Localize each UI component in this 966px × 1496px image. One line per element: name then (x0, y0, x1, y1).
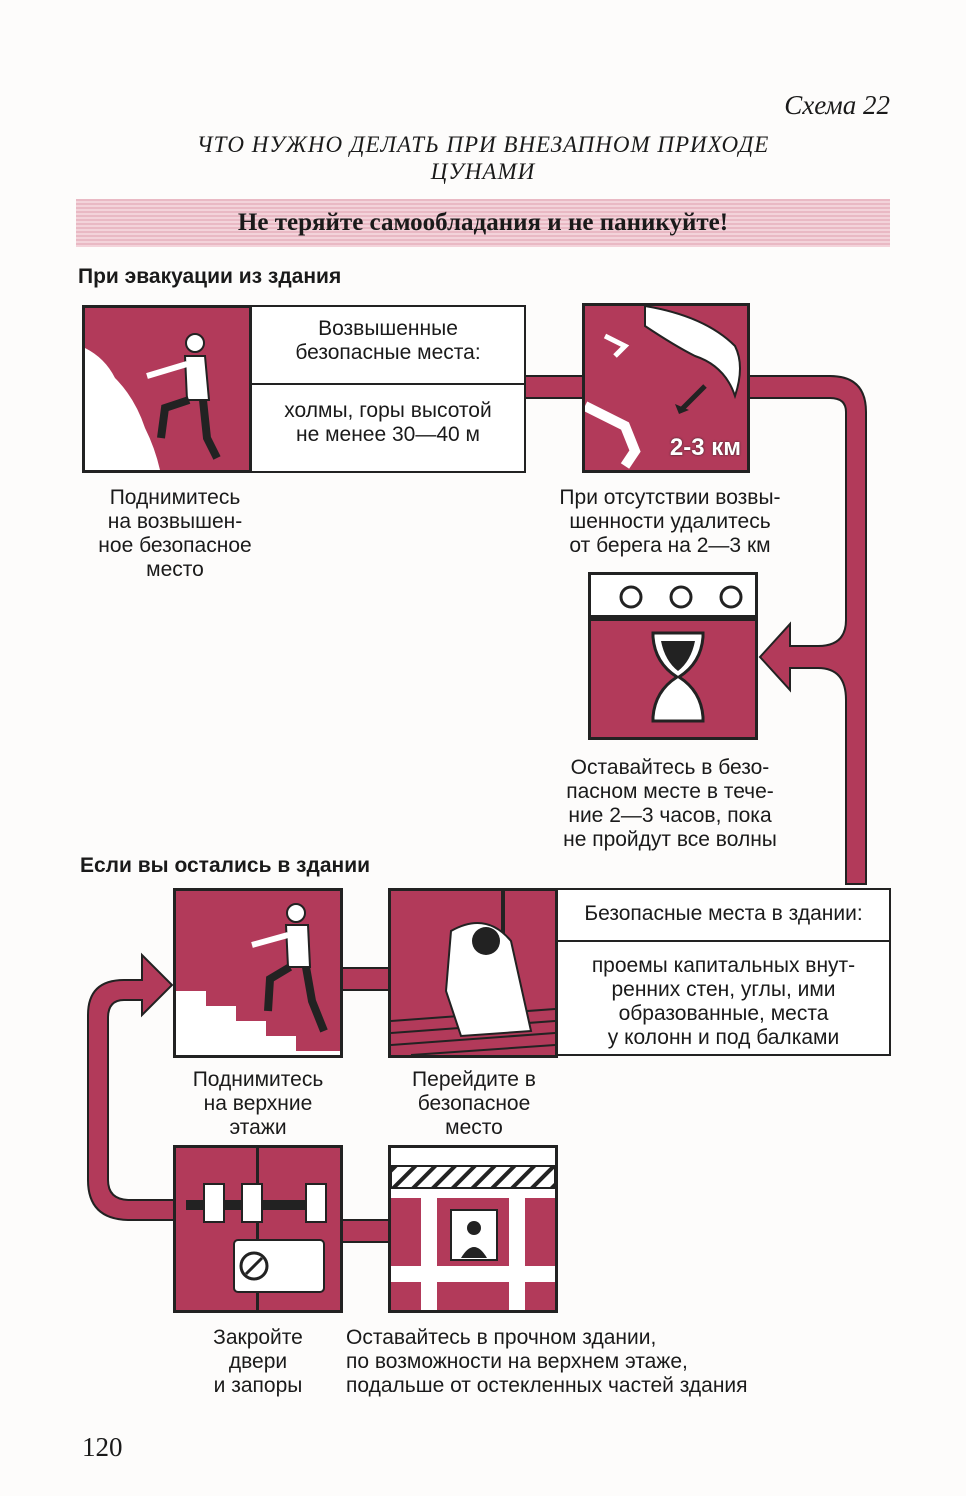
door-lock-icon (186, 1148, 327, 1310)
stay-caption-line: ние 2—3 часов, пока (568, 804, 772, 827)
building-safe-line: проемы капитальных внут- (591, 954, 856, 977)
elevated-body-line-1: холмы, горы высотой (284, 399, 492, 422)
stay-caption-line: Оставайтесь в безо- (570, 756, 770, 779)
page-number: 120 (82, 1432, 123, 1462)
building-safe-places-box: Безопасные места в здании: проемы капита… (556, 888, 891, 1056)
in-building-heading: Если вы остались в здании (80, 854, 371, 877)
stay-caption-line: не пройдут все волны (563, 828, 777, 851)
warning-banner: Не теряйте самообладания и не паникуйте! (76, 199, 890, 247)
building-safe-line: ренних стен, углы, ими (611, 978, 836, 1001)
hiker-icon (85, 333, 221, 470)
building-safe-line: образованные, места (618, 1002, 829, 1025)
distance-label: 2-3 км (669, 434, 741, 461)
evacuation-heading: При эвакуации из здания (78, 265, 342, 288)
stay-caption-line: пасном месте в тече- (566, 780, 774, 803)
elevated-title-line-2: безопасные места: (295, 341, 481, 364)
safe-spot-caption: Перейдите в безопасное место (376, 1068, 572, 1140)
title-line-1: ЧТО НУЖНО ДЕЛАТЬ ПРИ ВНЕЗАПНОМ ПРИХОДЕ (196, 132, 770, 157)
elevated-places-title: Возвышенные безопасные места: (252, 307, 524, 385)
elevated-body-line-2: не менее 30—40 м (295, 423, 480, 446)
doors-caption: Закройте двери и запоры (160, 1326, 356, 1398)
stay-caption: Оставайтесь в безо- пасном месте в тече-… (530, 756, 810, 852)
move-away-caption: При отсутствии возвы- шенности удалитесь… (520, 486, 820, 558)
hourglass-icon (591, 575, 755, 723)
climb-caption-line: Поднимитесь (109, 486, 241, 509)
move-away-line: шенности удалитесь (569, 510, 771, 533)
crouching-person-icon (391, 891, 555, 1055)
wave-icon (585, 306, 741, 469)
stay-inside-line: по возможности на верхнем этаже, (346, 1350, 688, 1373)
wave-panel: 2-3 км (582, 303, 750, 473)
climb-caption-line: ное безопасное (98, 534, 252, 557)
stay-inside-caption: Оставайтесь в прочном здании, по возможн… (346, 1326, 846, 1398)
stairs-panel (173, 888, 343, 1058)
doors-caption-line: и запоры (213, 1374, 303, 1397)
safe-spot-caption-line: место (445, 1116, 503, 1139)
window-panel (388, 1145, 558, 1313)
upstairs-caption-line: Поднимитесь (192, 1068, 324, 1091)
stay-inside-line: Оставайтесь в прочном здании, (346, 1326, 657, 1349)
upstairs-caption: Поднимитесь на верхние этажи (160, 1068, 356, 1140)
building-safe-line: у колонн и под балками (607, 1026, 840, 1049)
elevated-places-box: Возвышенные безопасные места: холмы, гор… (250, 305, 526, 473)
building-window-icon (391, 1165, 555, 1310)
stairs-icon (176, 903, 340, 1055)
building-safe-places-title: Безопасные места в здании: (558, 890, 889, 942)
upstairs-caption-line: на верхние (203, 1092, 313, 1115)
upstairs-caption-line: этажи (229, 1116, 287, 1139)
climb-hill-panel (82, 305, 252, 473)
safe-spot-panel (388, 888, 558, 1058)
doors-caption-line: Закройте (213, 1326, 303, 1349)
building-safe-places-body: проемы капитальных внут- ренних стен, уг… (558, 942, 889, 1050)
page-title: ЧТО НУЖНО ДЕЛАТЬ ПРИ ВНЕЗАПНОМ ПРИХОДЕ Ц… (100, 131, 866, 185)
safe-spot-caption-line: безопасное (417, 1092, 531, 1115)
move-away-line: от берега на 2—3 км (569, 534, 771, 557)
scheme-label: Схема 22 (784, 90, 890, 120)
title-line-2: ЦУНАМИ (430, 159, 536, 184)
doors-panel (173, 1145, 343, 1313)
elevated-title-line-1: Возвышенные (318, 317, 458, 340)
safe-spot-caption-line: Перейдите в (412, 1068, 536, 1091)
climb-caption-line: место (146, 558, 204, 581)
stay-inside-line: подальше от остекленных частей здания (346, 1374, 748, 1397)
climb-caption-line: на возвышен- (107, 510, 243, 533)
doors-caption-line: двери (228, 1350, 288, 1373)
move-away-line: При отсутствии возвы- (559, 486, 781, 509)
climb-caption: Поднимитесь на возвышен- ное безопасное … (70, 486, 280, 582)
hourglass-panel (588, 572, 758, 740)
elevated-places-body: холмы, горы высотой не менее 30—40 м (252, 385, 524, 447)
